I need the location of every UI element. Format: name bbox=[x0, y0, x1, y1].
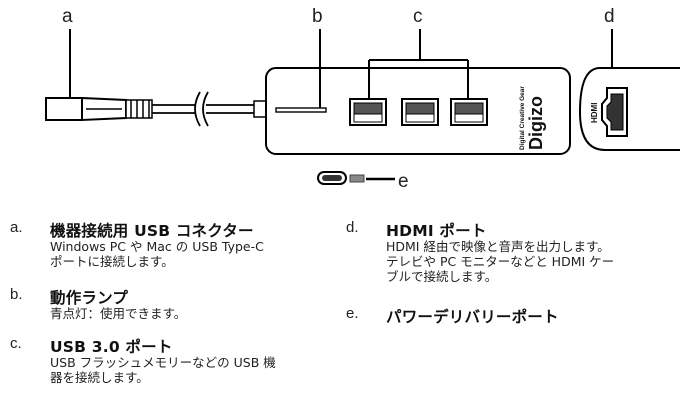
product-diagram: a b c d e bbox=[45, 6, 680, 192]
hub-side-view bbox=[578, 67, 680, 151]
leader-bracket-c bbox=[368, 29, 469, 99]
power-delivery-port bbox=[317, 171, 365, 185]
legend-marker: b. bbox=[10, 286, 23, 303]
legend-desc: USB フラッシュメモリーなどの USB 機 器を接続します。 bbox=[50, 355, 276, 385]
callout-c: c bbox=[413, 6, 423, 27]
hdmi-port bbox=[601, 87, 628, 137]
legend-item-e: e. パワーデリバリーポート bbox=[346, 305, 676, 329]
legend-item-b: b. 動作ランプ 青点灯：使用できます。 bbox=[10, 286, 340, 326]
legend-title: 機器接続用 USB コネクター bbox=[50, 222, 254, 240]
legend-item-d: d. HDMI ポート HDMI 経由で映像と音声を出力します。 テレビや PC… bbox=[346, 219, 676, 294]
svg-text:Digital Creative Gear: Digital Creative Gear bbox=[519, 86, 526, 150]
legend-item-a: a. 機器接続用 USB コネクター Windows PC や Mac の US… bbox=[10, 219, 340, 277]
legend-marker: c. bbox=[10, 335, 22, 352]
legend-marker: d. bbox=[346, 219, 359, 236]
callout-e: e bbox=[398, 171, 409, 192]
usb-c-connector bbox=[45, 96, 153, 122]
callout-a: a bbox=[62, 6, 73, 27]
legend-desc: Windows PC や Mac の USB Type-C ポートに接続します。 bbox=[50, 239, 264, 269]
status-led bbox=[275, 107, 327, 113]
callout-b: b bbox=[312, 6, 323, 27]
brand-logo: Digizo Digital Creative Gear bbox=[519, 86, 546, 150]
legend-marker: a. bbox=[10, 219, 23, 236]
legend-item-c: c. USB 3.0 ポート USB フラッシュメモリーなどの USB 機 器を… bbox=[10, 335, 340, 393]
legend-desc: 青点灯：使用できます。 bbox=[50, 306, 187, 321]
hdmi-port-label: HDMI bbox=[590, 103, 599, 123]
cable bbox=[152, 91, 267, 127]
legend-marker: e. bbox=[346, 305, 359, 322]
legend-title: パワーデリバリーポート bbox=[386, 308, 559, 326]
usb-port-1 bbox=[349, 98, 387, 126]
legend-desc: HDMI 経由で映像と音声を出力します。 テレビや PC モニターなどと HDM… bbox=[386, 239, 615, 284]
parts-legend: a. 機器接続用 USB コネクター Windows PC や Mac の US… bbox=[0, 196, 680, 404]
usb-port-2 bbox=[401, 98, 439, 126]
usb-port-3 bbox=[450, 98, 488, 126]
svg-text:Digizo: Digizo bbox=[526, 96, 546, 150]
legend-title: HDMI ポート bbox=[386, 222, 487, 240]
legend-title: USB 3.0 ポート bbox=[50, 338, 173, 356]
legend-title: 動作ランプ bbox=[50, 289, 129, 307]
callout-d: d bbox=[604, 6, 615, 27]
